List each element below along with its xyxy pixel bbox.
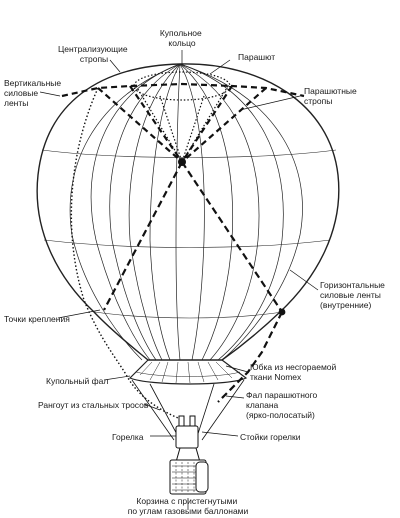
balloon-envelope bbox=[36, 63, 340, 385]
label-horizontal-load-tapes: Горизонтальные силовые ленты (внутренние… bbox=[320, 280, 387, 310]
skirt bbox=[128, 359, 248, 385]
label-vertical-load-tapes: Вертикальные силовые ленты bbox=[4, 78, 64, 108]
deflation-line bbox=[103, 161, 283, 403]
parachute-outline bbox=[133, 71, 231, 101]
label-steel-cables: Рангоут из стальных тросов bbox=[38, 400, 149, 410]
label-basket: Корзина с пристегнутыми по углам газовым… bbox=[128, 496, 249, 516]
label-centralizing-lines: Централизующие стропы bbox=[58, 44, 130, 64]
leader-lines bbox=[39, 50, 319, 510]
label-burner-supports: Стойки горелки bbox=[240, 432, 301, 442]
envelope-outline bbox=[36, 63, 340, 361]
label-parachute-lines: Парашютные стропы bbox=[304, 86, 359, 106]
label-parachute: Парашют bbox=[238, 52, 275, 62]
labels: Купольное кольцо Централизующие стропы П… bbox=[4, 28, 387, 516]
label-burner: Горелка bbox=[112, 432, 144, 442]
label-deflation-line: Фал парашютного клапана (ярко-полосатый) bbox=[246, 390, 320, 420]
label-crown-ring: Купольное кольцо bbox=[160, 28, 204, 48]
vertical-gores bbox=[69, 63, 303, 361]
burner bbox=[175, 415, 201, 463]
attachment-point bbox=[278, 308, 286, 316]
parachute-lines bbox=[135, 85, 229, 163]
label-attachment-points: Точки крепления bbox=[4, 314, 70, 324]
label-crown-line: Купольный фал bbox=[46, 376, 108, 386]
vertical-load-tape bbox=[70, 87, 179, 419]
steel-cables bbox=[131, 379, 245, 441]
label-skirt: Юбка из несгораемой ткани Nomex bbox=[250, 362, 339, 382]
horizontal-tapes bbox=[41, 149, 337, 319]
basket bbox=[169, 459, 209, 495]
